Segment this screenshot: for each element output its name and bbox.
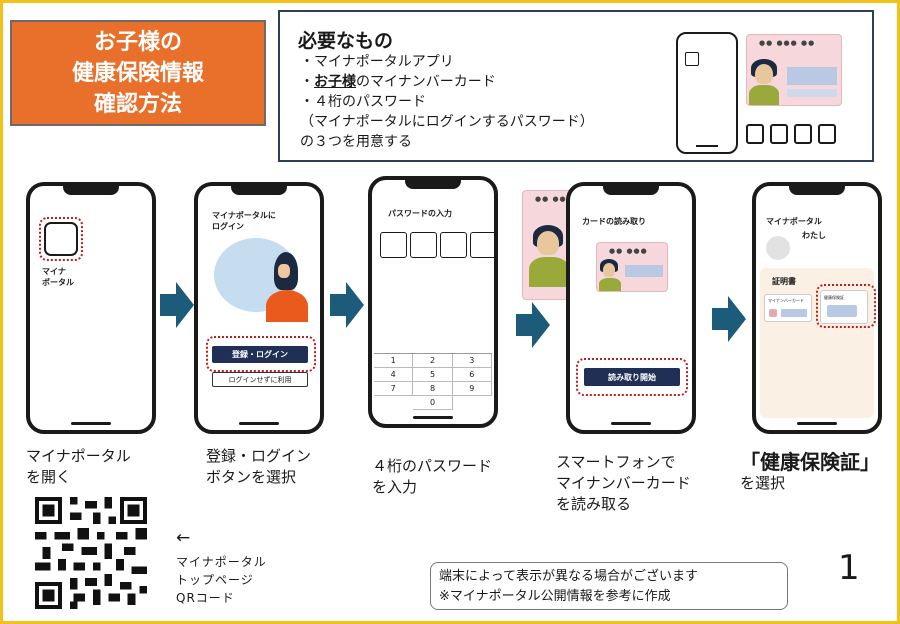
caption-step-4-line-3: を読み取る [556, 495, 632, 513]
key-8[interactable]: 8 [413, 382, 453, 396]
caption-step-3-line-2: を入力 [372, 478, 418, 496]
requirement-app: ・マイナポータルアプリ [300, 54, 454, 70]
card-text: のマイナンバーカード [356, 74, 496, 90]
login-title-line-1: マイナポータルに [212, 211, 276, 220]
qr-code-icon[interactable] [32, 497, 150, 609]
caption-step-2: 登録・ログイン ボタンを選択 [206, 446, 311, 488]
key-blank-right [453, 396, 492, 410]
user-name: わたし [802, 231, 826, 240]
requirements-list: ・マイナポータルアプリ ・お子様のマイナンバーカード ・４桁のパスワード （マイ… [300, 52, 594, 152]
mynumber-card-tile-label: マイナンバーカード [768, 298, 804, 303]
requirements-box: 必要なもの ・マイナポータルアプリ ・お子様のマイナンバーカード ・４桁のパスワ… [278, 10, 874, 162]
disclaimer-line-1: 端末によって表示が異なる場合がございます [439, 569, 698, 584]
portal-screen-title: マイナポータル [766, 217, 822, 226]
key-0[interactable]: 0 [413, 396, 453, 410]
mynumber-card-icon: ●● ●●● ●● [746, 34, 842, 106]
caption-step-3: ４桁のパスワード を入力 [372, 456, 492, 498]
phone-step-2: マイナポータルに ログイン 登録・ログイン ログインせずに利用 [194, 182, 324, 434]
card-read-screen-title: カードの読み取り [582, 217, 646, 226]
arrow-right-icon [160, 282, 194, 328]
arrow-left-icon: ← [176, 528, 191, 548]
highlight-start-button [576, 358, 688, 396]
title-line-2: 健康保険情報 [71, 60, 204, 86]
phone-step-1: マイナ ポータル [26, 182, 156, 434]
phone-step-3: パスワードの入力 1 2 3 4 5 6 7 8 9 0 [368, 176, 498, 428]
bullet: ・ [300, 74, 314, 90]
person-illustration [262, 250, 312, 322]
smartphone-icon [676, 32, 738, 154]
key-9[interactable]: 9 [452, 382, 492, 396]
requirement-password: ・４桁のパスワード [300, 94, 426, 110]
start-reading-button[interactable]: 読み取り開始 [584, 368, 680, 386]
disclaimer-note: 端末によって表示が異なる場合がございます ※マイナポータル公開情報を参考に作成 [430, 562, 788, 610]
caption-step-2-line-2: ボタンを選択 [206, 468, 297, 486]
key-4[interactable]: 4 [374, 368, 414, 382]
pin-code-icon [746, 124, 836, 144]
arrow-right-icon [330, 282, 364, 328]
qr-label-line-2: トップページ [176, 573, 254, 587]
avatar [766, 236, 790, 260]
numeric-keypad: 1 2 3 4 5 6 7 8 9 0 [374, 353, 492, 410]
requirement-password-note: （マイナポータルにログインするパスワード） [300, 114, 594, 130]
app-label-line-1: マイナ [42, 267, 66, 276]
qr-label-line-1: マイナポータル [176, 555, 267, 569]
key-3[interactable]: 3 [452, 354, 492, 368]
pin-input-3[interactable] [440, 232, 467, 258]
phone-step-4: カードの読み取り ●● ●●● 読み取り開始 [566, 182, 696, 434]
mynaportal-app-icon[interactable] [44, 222, 78, 256]
caption-step-1: マイナポータル を開く [26, 446, 131, 488]
mynumber-card-tile[interactable]: マイナンバーカード [764, 294, 812, 322]
health-insurance-card-tile[interactable]: 健康保険証 [820, 290, 868, 324]
highlight-login-button [206, 336, 316, 372]
key-2[interactable]: 2 [413, 354, 453, 368]
phone-step-5: マイナポータル わたし 証明書 マイナンバーカード 健康保険証 [752, 182, 882, 434]
page-number: 1 [838, 548, 860, 588]
pin-input-2[interactable] [410, 232, 437, 258]
password-screen-title: パスワードの入力 [388, 209, 452, 218]
requirement-summary: の３つを用意する [300, 134, 412, 150]
caption-step-1-line-1: マイナポータル [26, 447, 131, 465]
caption-step-5-line-1: 「健康保険証」 [740, 450, 880, 474]
pin-input-1[interactable] [380, 232, 407, 258]
caption-step-5-line-2: を選択 [740, 474, 786, 492]
key-5[interactable]: 5 [413, 368, 453, 382]
page-title: お子様の 健康保険情報 確認方法 [10, 20, 266, 126]
pin-input-4[interactable] [470, 232, 494, 258]
caption-step-3-line-1: ４桁のパスワード [372, 457, 493, 475]
title-line-3: 確認方法 [93, 91, 182, 117]
title-line-1: お子様の [93, 29, 182, 55]
child-emphasis: お子様 [314, 74, 356, 90]
caption-step-1-line-2: を開く [26, 468, 72, 486]
key-6[interactable]: 6 [452, 368, 492, 382]
caption-step-5: 「健康保険証」 を選択 [740, 452, 880, 494]
arrow-right-icon [516, 302, 550, 348]
login-title-line-2: ログイン [212, 222, 244, 231]
highlight-app-icon [39, 217, 83, 261]
certificate-heading: 証明書 [772, 277, 796, 286]
requirements-heading: 必要なもの [298, 30, 394, 52]
disclaimer-line-2: ※マイナポータル公開情報を参考に作成 [439, 589, 671, 604]
key-1[interactable]: 1 [374, 354, 414, 368]
highlight-health-insurance [816, 284, 876, 328]
use-without-login-button[interactable]: ログインせずに利用 [212, 372, 308, 387]
arrow-right-icon [712, 296, 746, 342]
qr-label-line-3: QRコード [176, 591, 235, 605]
login-button[interactable]: 登録・ログイン [212, 346, 308, 363]
key-7[interactable]: 7 [374, 382, 414, 396]
requirement-card: ・お子様のマイナンバーカード [300, 72, 594, 92]
login-screen-title: マイナポータルに ログイン [212, 210, 276, 232]
key-blank-left [374, 396, 413, 410]
health-insurance-tile-label: 健康保険証 [824, 295, 844, 300]
app-label-line-2: ポータル [42, 278, 74, 287]
caption-step-4: スマートフォンで マイナンバーカード を読み取る [556, 452, 691, 515]
card-preview-illustration: ●● ●●● [596, 242, 668, 292]
qr-label: マイナポータル トップページ QRコード [176, 553, 267, 607]
app-label: マイナ ポータル [42, 266, 74, 288]
caption-step-4-line-2: マイナンバーカード [556, 474, 691, 492]
caption-step-2-line-1: 登録・ログイン [206, 447, 312, 465]
caption-step-4-line-1: スマートフォンで [556, 453, 676, 471]
